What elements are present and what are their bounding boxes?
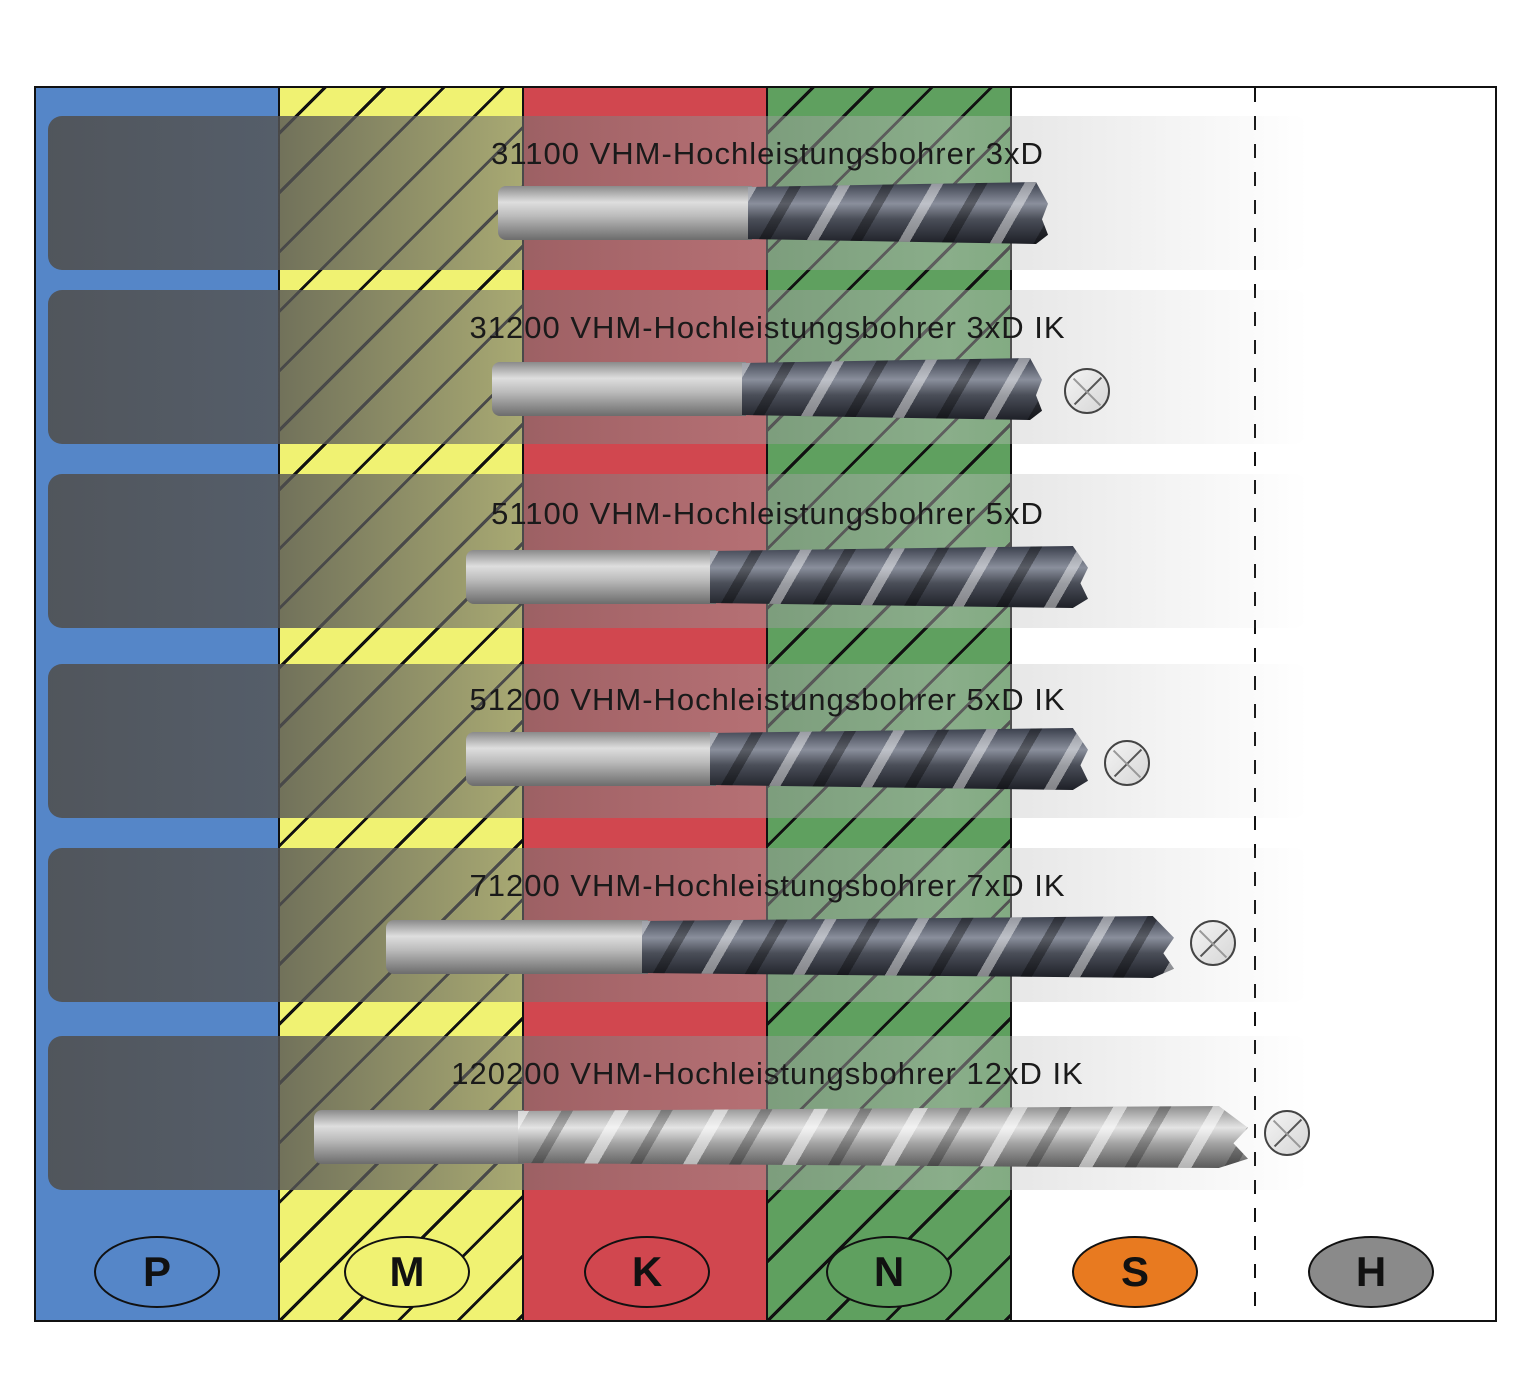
drill-image [386, 916, 1174, 978]
badge-label: S [1120, 1248, 1149, 1295]
drill-image [466, 728, 1088, 790]
drill-image [492, 358, 1042, 420]
product-title: 51100 VHM-Hochleistungsbohrer 5xD [491, 496, 1044, 531]
product-title: 51200 VHM-Hochleistungsbohrer 5xD IK [469, 682, 1066, 717]
badge-label: N [873, 1248, 905, 1295]
badge-n: N [826, 1236, 952, 1308]
coolant-icon [1190, 920, 1236, 966]
coolant-icon [1264, 1110, 1310, 1156]
product-title: 31200 VHM-Hochleistungsbohrer 3xD IK [469, 310, 1066, 345]
coolant-icon [1104, 740, 1150, 786]
badge-label: M [389, 1248, 425, 1295]
badge-label: P [142, 1248, 171, 1295]
drill-image [466, 546, 1088, 608]
product-title: 71200 VHM-Hochleistungsbohrer 7xD IK [469, 868, 1066, 903]
drill-image [314, 1106, 1248, 1168]
badge-p: P [94, 1236, 220, 1308]
badge-s: S [1072, 1236, 1198, 1308]
badge-m: M [344, 1236, 470, 1308]
product-title: 31100 VHM-Hochleistungsbohrer 3xD [491, 136, 1044, 171]
product-title: 120200 VHM-Hochleistungsbohrer 12xD IK [451, 1056, 1084, 1091]
drill-image [498, 182, 1048, 244]
badge-label: H [1355, 1248, 1387, 1295]
badge-h: H [1308, 1236, 1434, 1308]
coolant-icon [1064, 368, 1110, 414]
badge-k: K [584, 1236, 710, 1308]
badge-label: K [631, 1248, 663, 1295]
material-chart: 31100 VHM-Hochleistungsbohrer 3xD 31200 … [34, 86, 1497, 1322]
